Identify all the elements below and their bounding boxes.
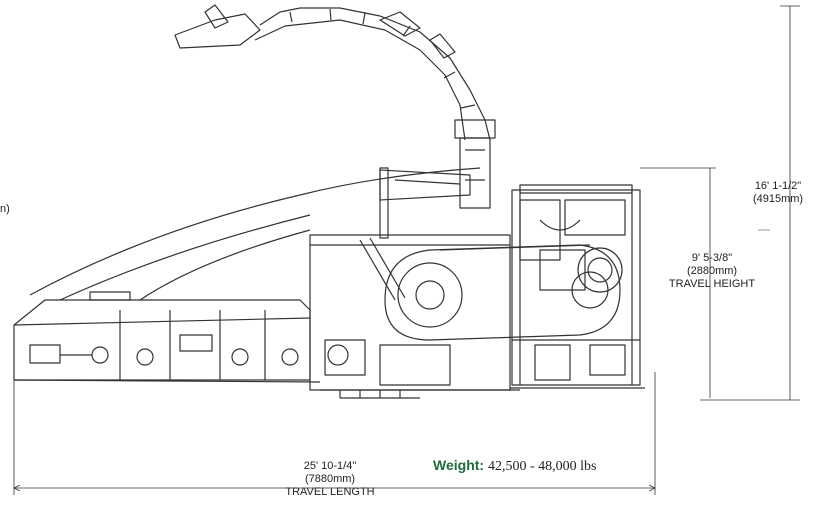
overall-height-metric: (4915mm) [752, 193, 804, 205]
belt-housing [384, 244, 621, 341]
travel-length-dimension: 25' 10-1/4" (7880mm) TRAVEL LENGTH [270, 460, 390, 499]
overall-height-imperial: 16' 1-1/2" [754, 180, 802, 192]
discharge-spout [174, 4, 496, 209]
travel-height-metric: (2880mm) [686, 265, 738, 277]
overall-height-dimension: 16' 1-1/2" (4915mm) [738, 180, 818, 206]
travel-height-imperial: 9' 5-3/8" [691, 252, 733, 264]
travel-length-label: TRAVEL LENGTH [285, 486, 375, 498]
travel-length-imperial: 25' 10-1/4" [303, 460, 357, 472]
chipper-body [309, 234, 520, 399]
infeed-table [13, 291, 321, 383]
travel-height-dimension: 9' 5-3/8" (2880mm) TRAVEL HEIGHT [652, 252, 772, 291]
dimension-lines [13, 5, 800, 495]
cut-off-label-text: n) [0, 203, 10, 215]
travel-height-label: TRAVEL HEIGHT [668, 278, 756, 290]
cut-off-dimension-label: n) [0, 203, 12, 216]
engine-compartment [510, 184, 645, 389]
weight-spec: Weight: 42,500 - 48,000 lbs [433, 457, 596, 475]
travel-length-metric: (7880mm) [304, 473, 356, 485]
feed-hood [29, 167, 481, 301]
weight-value: 42,500 - 48,000 lbs [487, 459, 597, 474]
weight-label: Weight: [433, 457, 485, 473]
